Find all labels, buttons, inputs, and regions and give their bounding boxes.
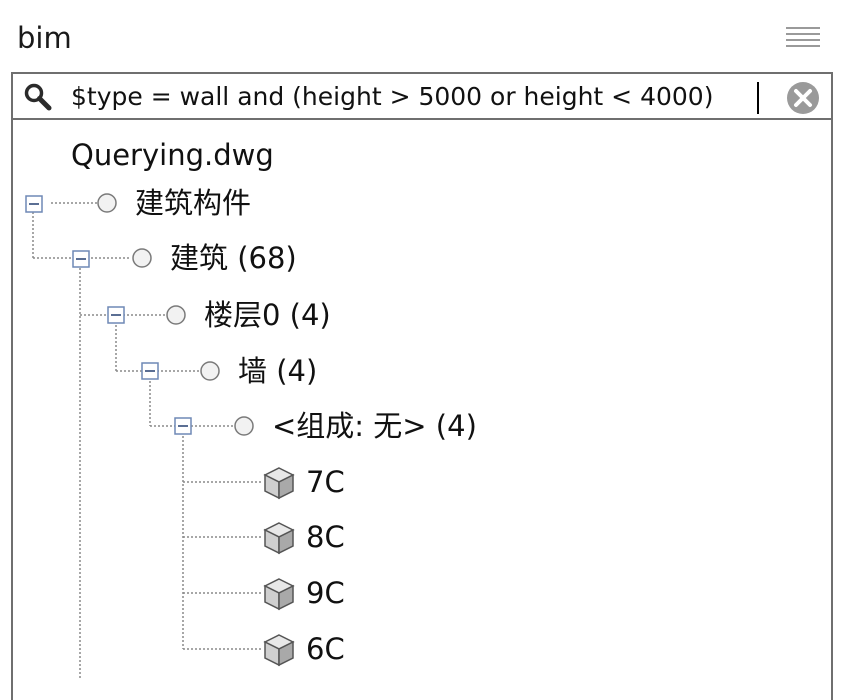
tree-connector-lines	[25, 193, 295, 680]
cube-icons	[263, 467, 295, 667]
search-bar	[11, 72, 833, 120]
tree-node-composition-none[interactable]: <组成: 无> (4)	[272, 409, 477, 443]
tree-node-architecture[interactable]: 建筑 (68)	[170, 241, 297, 275]
tree-node-wall[interactable]: 墙 (4)	[238, 354, 318, 388]
search-input[interactable]	[71, 78, 761, 116]
text-caret	[757, 82, 759, 114]
magnifier-icon	[24, 83, 52, 111]
tree-node-floor-0[interactable]: 楼层0 (4)	[204, 298, 331, 332]
hamburger-menu-icon[interactable]	[786, 27, 820, 49]
panel-header: bim	[0, 0, 847, 70]
clear-circle-x-icon[interactable]	[785, 80, 821, 116]
tree-leaf-7c[interactable]: 7C	[306, 465, 345, 499]
collapse-toggles	[25, 195, 192, 435]
panel-title: bim	[17, 21, 72, 55]
tree-leaf-9c[interactable]: 9C	[306, 576, 345, 610]
tree-leaf-6c[interactable]: 6C	[306, 632, 345, 666]
tree-node-building-components[interactable]: 建筑构件	[135, 186, 252, 220]
tree-view: Querying.dwg 建筑构件 建筑 (68) 楼层0 (4) 墙 (4) …	[11, 120, 833, 700]
tree-file-name[interactable]: Querying.dwg	[71, 138, 274, 172]
tree-leaf-8c[interactable]: 8C	[306, 520, 345, 554]
